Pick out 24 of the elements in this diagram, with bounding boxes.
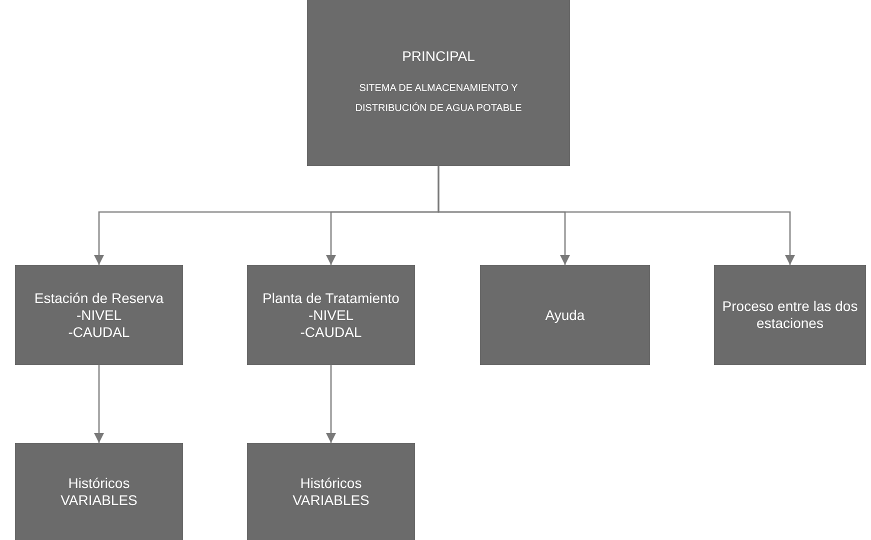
process-box: [15, 443, 183, 540]
box-title: PRINCIPAL: [402, 48, 475, 64]
box-text: SITEMA DE ALMACENAMIENTO Y DISTRIBUCIÓN DE AGUA POTABLE: [354, 82, 523, 116]
process-box: [247, 443, 415, 540]
box-text: -CAUDAL: [300, 324, 362, 340]
box-text: VARIABLES: [60, 492, 138, 508]
process-box: [480, 265, 650, 365]
process-box: [247, 265, 415, 365]
box-title: Históricos: [68, 474, 130, 492]
process-box: [307, 0, 570, 166]
arrow: [326, 365, 336, 443]
box-text: VARIABLES: [292, 492, 370, 508]
process-box: [15, 265, 183, 365]
box-title: Ayuda: [545, 306, 585, 324]
arrow: [94, 365, 104, 443]
box-title: Proceso entre las dos estaciones: [721, 298, 859, 332]
box-title: Estación de Reserva: [34, 290, 164, 306]
box-text: -CAUDAL: [68, 324, 130, 340]
process-box: [714, 265, 866, 365]
box-title: Planta de Tratamiento: [262, 290, 400, 306]
box-title: Históricos: [300, 474, 362, 492]
arrow: [438, 166, 795, 265]
box-text: -NIVEL: [308, 306, 354, 324]
box-text: -NIVEL: [76, 306, 122, 324]
